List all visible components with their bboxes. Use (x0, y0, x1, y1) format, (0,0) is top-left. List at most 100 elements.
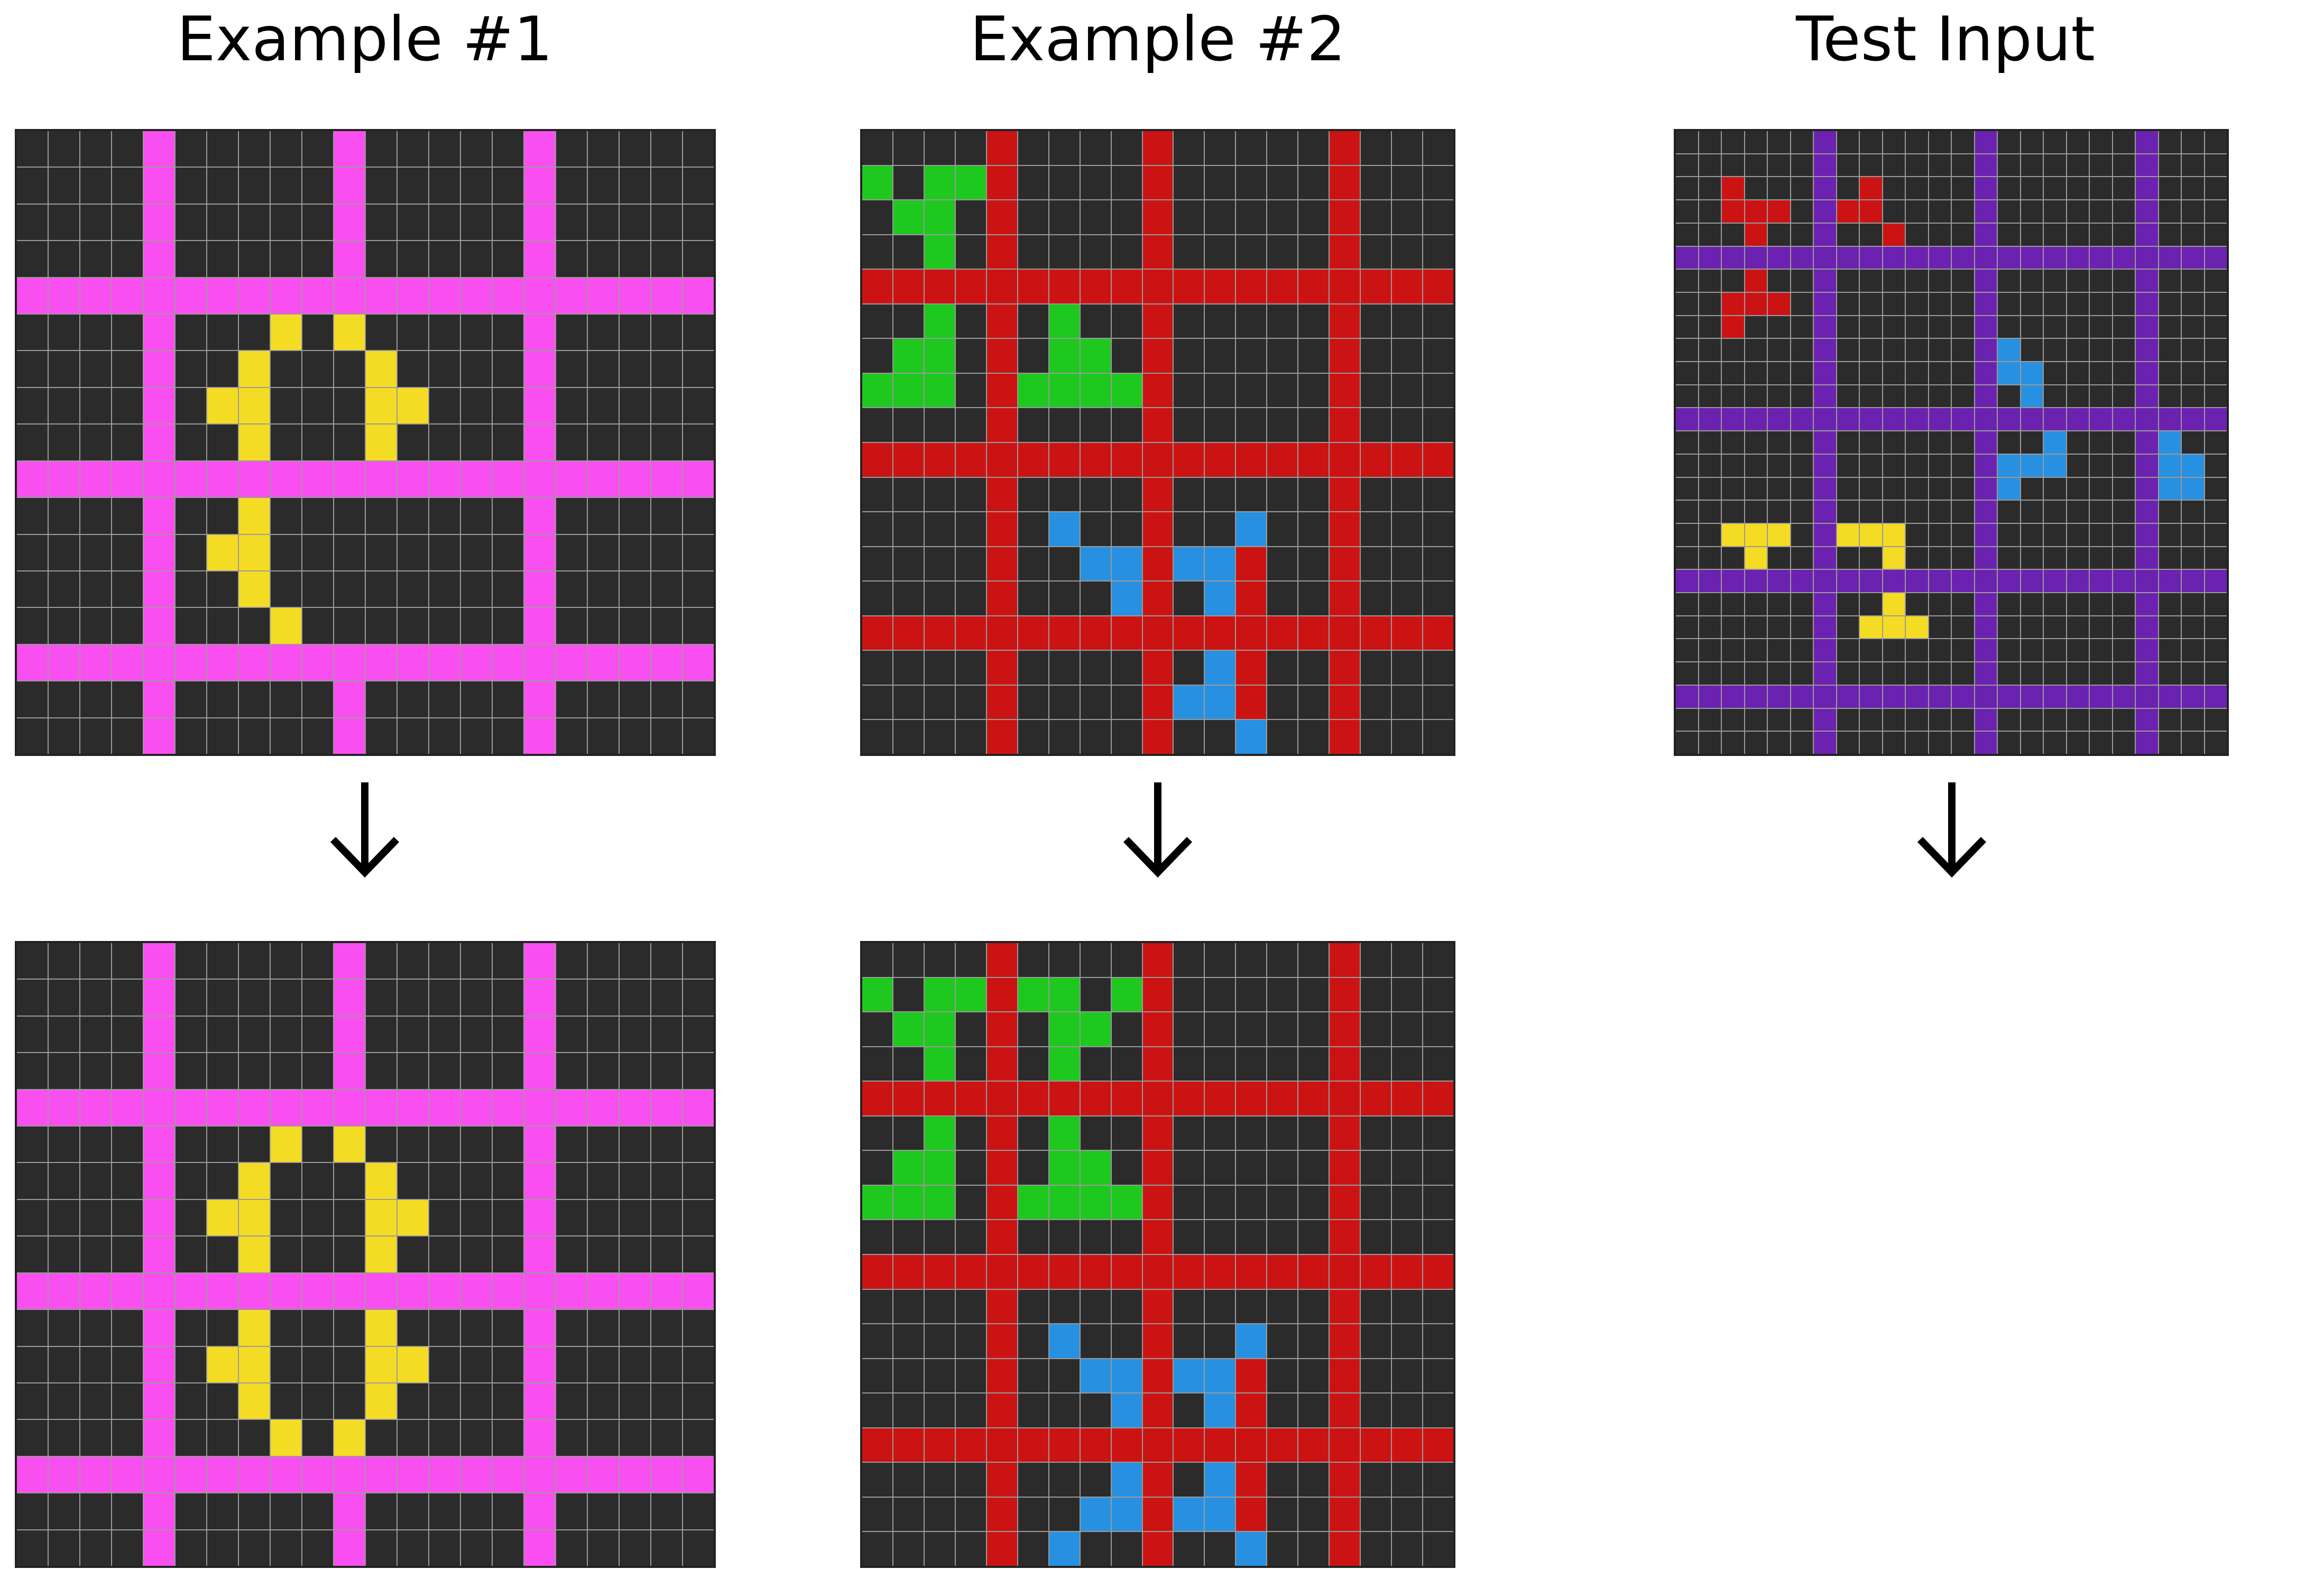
grid-cell (1392, 547, 1423, 581)
grid-cell (1330, 304, 1360, 338)
grid-cell (1952, 385, 1974, 408)
grid-cell (17, 1053, 48, 1089)
grid-cell (1883, 501, 1905, 523)
grid-cell (112, 681, 143, 717)
grid-cell (1142, 1393, 1173, 1427)
grid-cell (524, 1530, 555, 1566)
grid-cell (588, 1420, 619, 1456)
grid-cell (1392, 443, 1423, 477)
grid-cell (1883, 408, 1905, 431)
grid-cell (144, 1199, 174, 1236)
grid-cell (239, 351, 270, 387)
grid-cell (49, 1420, 79, 1456)
grid-cell (924, 1116, 955, 1150)
grid-cell (17, 1236, 48, 1272)
grid-cell (556, 1127, 587, 1162)
grid-cell (1722, 593, 1744, 615)
grid-cell (2159, 408, 2181, 431)
grid-cell (17, 1420, 48, 1456)
grid-cell (651, 1163, 682, 1199)
grid-cell (1952, 501, 1974, 523)
grid-cell (1111, 1324, 1142, 1358)
grid-cell (493, 534, 523, 570)
grid-cell (1860, 177, 1882, 200)
grid-cell (1174, 685, 1204, 719)
grid-cell (524, 1127, 555, 1162)
grid-cell (986, 1324, 1017, 1358)
grid-cell (1111, 651, 1142, 685)
grid-cell (2136, 292, 2158, 315)
grid-cell (1236, 1324, 1267, 1358)
grid-cell (862, 1185, 892, 1220)
grid-cell (924, 443, 955, 477)
grid-cell (2067, 270, 2089, 292)
grid-cell (2182, 685, 2204, 708)
grid-cell (651, 387, 682, 424)
grid-cell (366, 1383, 396, 1419)
grid-cell (1814, 223, 1836, 246)
grid-cell (1298, 1428, 1329, 1462)
grid-cell (524, 498, 555, 534)
grid-cell (271, 608, 301, 644)
grid-cell (17, 681, 48, 717)
grid-cell (2113, 316, 2135, 338)
grid-cell (1142, 512, 1173, 546)
grid-cell (1174, 720, 1204, 754)
grid-cell (1906, 685, 1928, 708)
grid-cell (1883, 246, 1905, 269)
grid-cell (2067, 616, 2089, 639)
grid-cell (2113, 177, 2135, 200)
grid-cell (1205, 1532, 1235, 1566)
grid-cell (1298, 651, 1329, 685)
grid-cell (1142, 1428, 1173, 1462)
grid-cell (1998, 593, 2020, 615)
grid-cell (302, 1236, 333, 1272)
grid-cell (493, 718, 523, 754)
grid-cell (2113, 431, 2135, 454)
grid-cell (493, 943, 523, 979)
grid-cell (1952, 708, 1974, 731)
grid-cell (1361, 1047, 1391, 1081)
grid-cell (524, 1383, 555, 1419)
grid-cell (271, 1383, 301, 1419)
grid-cell (398, 1199, 428, 1236)
grid-cell (1236, 616, 1267, 650)
grid-cell (1837, 339, 1859, 362)
grid-cell (1814, 708, 1836, 731)
grid-cell (1205, 235, 1235, 269)
grid-cell (588, 1199, 619, 1236)
grid-cell (1111, 1082, 1142, 1115)
grid-cell (2044, 223, 2066, 246)
grid-cell (1929, 385, 1951, 408)
grid-cell (893, 1047, 924, 1081)
grid-cell (49, 424, 79, 460)
grid-cell (955, 616, 986, 650)
grid-cell (1018, 1047, 1048, 1081)
grid-cell (1929, 547, 1951, 569)
grid-cell (1768, 316, 1790, 338)
grid-cell (556, 1456, 587, 1493)
grid-cell (556, 1310, 587, 1346)
grid-cell (493, 1383, 523, 1419)
grid-cell (1142, 1151, 1173, 1185)
grid-cell (493, 387, 523, 424)
grid-cell (1676, 662, 1698, 685)
grid-cell (955, 1012, 986, 1046)
grid-cell (862, 616, 892, 650)
grid-cell (1267, 1359, 1298, 1393)
grid-cell (1837, 431, 1859, 454)
grid-cell (1174, 582, 1204, 615)
grid-cell (1111, 1151, 1142, 1185)
grid-cell (1080, 373, 1111, 408)
grid-cell (334, 718, 365, 754)
grid-cell (1174, 200, 1204, 234)
grid-cell (1111, 1532, 1142, 1566)
grid-cell (493, 461, 523, 497)
grid-cell (1361, 443, 1391, 477)
grid-cell (1236, 1532, 1267, 1566)
grid-cell (1267, 477, 1298, 512)
grid-cell (493, 1310, 523, 1346)
grid-cell (556, 608, 587, 644)
grid-cell (1929, 685, 1951, 708)
grid-cell (1998, 223, 2020, 246)
